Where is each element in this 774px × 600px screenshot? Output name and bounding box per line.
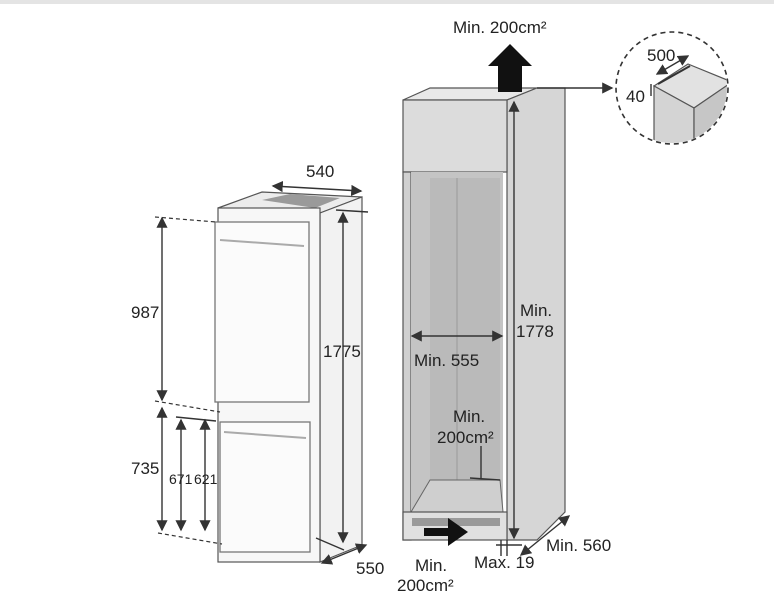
bottom-vent-label-2: 200cm² [397,576,454,595]
airflow-up-arrow [488,44,532,92]
fridge-door [214,221,310,403]
appliance-dimensions [154,180,369,565]
fridge-door-height-label: 987 [131,303,159,322]
cabinet-drawing [402,87,566,541]
inner-height-label-1: Min. [520,301,552,320]
width-label: 540 [306,162,334,181]
appliance-side-face [319,196,363,563]
detail-view [615,31,729,145]
cabinet-dimensions [410,44,614,556]
plinth-vent [412,518,500,526]
slot-width-label: 40 [626,87,645,106]
rear-vent-label-2: 200cm² [437,428,494,447]
bottom-vent-label-1: Min. [415,556,447,575]
cabinet-back-wall [430,178,500,480]
freezer-door-height-label: 735 [131,459,159,478]
cabinet-depth-label: Min. 560 [546,536,611,555]
airflow-in-arrow [424,518,468,546]
cabinet-top-box [402,99,508,173]
plinth-gap-label: Max. 19 [474,553,534,572]
appliance-vent-grille [262,194,340,208]
height-label: 1775 [323,342,361,361]
top-vent-label: Min. 200cm² [453,18,547,37]
appliance-drawing [214,191,363,563]
freezer-dim-a-label: 671 [169,471,193,487]
inner-width-label: Min. 555 [414,351,479,370]
rear-vent-label-1: Min. [453,407,485,426]
freezer-door [219,421,311,553]
slot-length-label: 500 [647,46,675,65]
depth-label: 550 [356,559,384,578]
top-bar [0,0,774,4]
freezer-dim-b-label: 621 [194,471,218,487]
cabinet-left-panel [402,171,412,541]
inner-height-label-2: 1778 [516,322,554,341]
